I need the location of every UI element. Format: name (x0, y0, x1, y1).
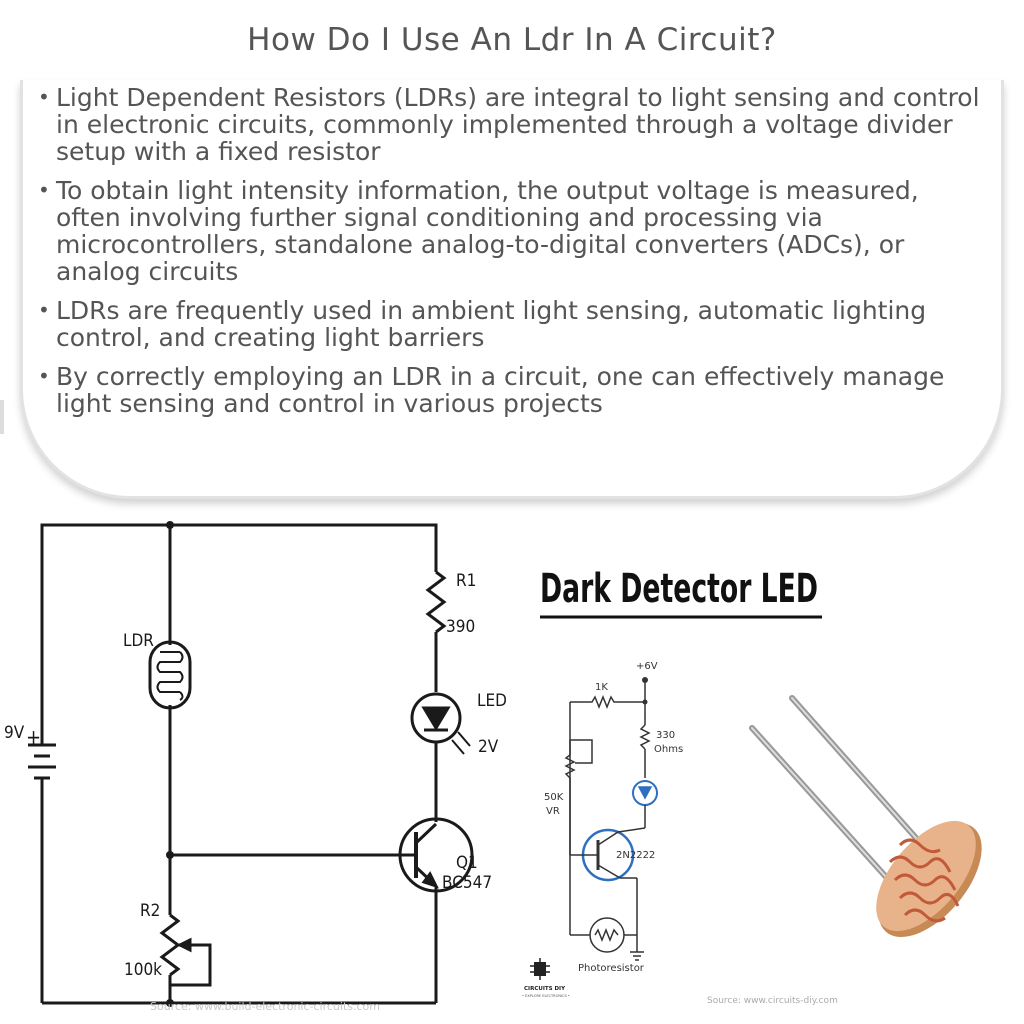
r-330-value: 330 (656, 730, 675, 741)
r1-resistor (425, 570, 447, 634)
r-1k-label: 1K (595, 682, 608, 693)
led-value: 2V (478, 737, 499, 757)
supply-dot (642, 677, 648, 683)
transistor-label: 2N2222 (616, 850, 655, 861)
r-330 (639, 724, 651, 750)
junction-dot (642, 699, 648, 705)
junction-dot (166, 999, 174, 1007)
battery-plus: + (26, 725, 41, 749)
junction-dot (166, 851, 174, 859)
r1-label: R1 (456, 571, 476, 591)
wire-top (40, 523, 438, 745)
vr-label: VR (546, 806, 560, 817)
q1-label: Q1 (456, 853, 478, 873)
junction-dot (166, 521, 174, 529)
svg-text:• EXPLORE ELECTRONICS •: • EXPLORE ELECTRONICS • (522, 994, 570, 998)
battery-label: 9V (4, 723, 25, 743)
page-title: How Do I Use An Ldr In A Circuit? (247, 22, 777, 58)
right-source: Source: www.circuits-diy.com (707, 996, 838, 1006)
edge-mark (0, 400, 4, 434)
vr-value: 50K (544, 792, 564, 803)
supply-label: +6V (636, 661, 658, 672)
q1-model: BC547 (442, 873, 492, 893)
r-330-unit: Ohms (654, 744, 683, 755)
r2-wiper (170, 943, 212, 987)
bullet-item: LDRs are frequently used in ambient ligh… (38, 297, 988, 351)
r2-label: R2 (140, 901, 160, 921)
dark-detector-heading: Dark Detector LED (540, 566, 818, 612)
bullet-list: Light Dependent Resistors (LDRs) are int… (38, 84, 988, 429)
r1-value: 390 (446, 617, 475, 637)
r2-resistor (159, 913, 181, 977)
photoresistor-label: Photoresistor (578, 963, 645, 974)
bullet-item: To obtain light intensity information, t… (38, 177, 988, 285)
bullet-item: Light Dependent Resistors (LDRs) are int… (38, 84, 988, 165)
left-watermark: Source: www.build-electronic-circuits.co… (150, 1000, 380, 1013)
r-1k (570, 694, 645, 710)
ldr-symbol (148, 640, 192, 710)
led-label: LED (477, 691, 507, 711)
bullet-item: By correctly employing an LDR in a circu… (38, 363, 988, 417)
vr-50k (564, 740, 576, 790)
r2-value: 100k (124, 960, 162, 980)
circuits-diy-logo: CIRCUITS DIY • EXPLORE ELECTRONICS • (522, 958, 570, 998)
left-circuit (28, 523, 474, 1005)
svg-text:CIRCUITS DIY: CIRCUITS DIY (524, 986, 566, 992)
ldr-photo (749, 695, 982, 937)
right-circuit (564, 680, 658, 961)
ldr-label: LDR (123, 631, 154, 651)
